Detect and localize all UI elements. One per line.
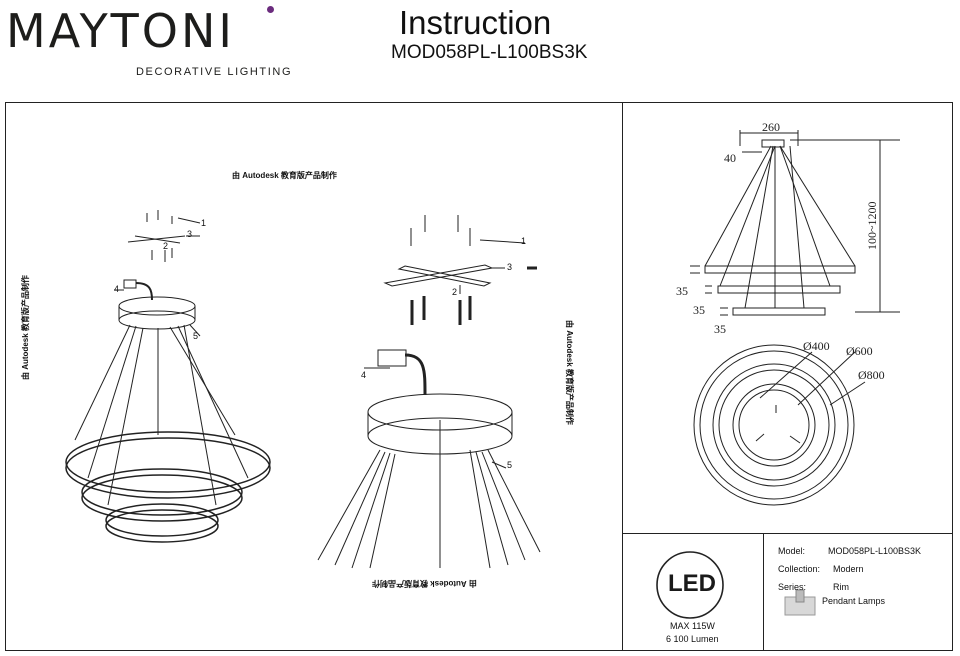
spec-series-value: Rim xyxy=(833,582,849,592)
callout-2: 2 xyxy=(452,287,458,297)
spec-collection-value: Modern xyxy=(833,564,864,574)
watermark-bottom: 由 Autodesk 教育版产品制作 xyxy=(372,579,477,588)
callout-4-left: 4 xyxy=(114,284,120,294)
frame-divider-spec xyxy=(763,533,765,651)
spec-type-value: Pendant Lamps xyxy=(822,596,886,606)
brand-tagline: DECORATIVE LIGHTING xyxy=(136,66,293,78)
dim-canopy: 40 xyxy=(724,151,736,165)
callout-3: 3 xyxy=(507,262,513,272)
dim-ring2: 35 xyxy=(693,303,705,317)
dim-d800: Ø800 xyxy=(858,368,885,382)
dim-ring3: 35 xyxy=(714,322,726,336)
watermark-top: 由 Autodesk 教育版产品制作 xyxy=(232,171,337,180)
logo-dot xyxy=(267,6,274,13)
drawing-frame xyxy=(5,102,953,651)
led-badge: LED xyxy=(668,570,716,597)
led-lumen: 6 100 Lumen xyxy=(666,634,719,644)
spec-collection-label: Collection: xyxy=(778,564,821,574)
dim-drop: 100~1200 xyxy=(865,201,879,251)
frame-divider xyxy=(622,102,624,651)
watermark-left: 由 Autodesk 教育版产品制作 xyxy=(21,275,30,380)
dim-ring1: 35 xyxy=(676,284,688,298)
spec-model-label: Model: xyxy=(778,546,806,556)
callout-1: 1 xyxy=(521,236,527,246)
callout-1-left: 1 xyxy=(201,218,207,228)
spec-series-label: Series: xyxy=(778,582,807,592)
callout-3-left: 3 xyxy=(187,229,193,239)
dim-width: 260 xyxy=(762,120,780,134)
watermark-right: 由 Autodesk 教育版产品制作 xyxy=(565,320,574,425)
detail-screws xyxy=(410,215,526,246)
callout-5-left: 5 xyxy=(193,331,199,341)
callout-4: 4 xyxy=(361,370,367,380)
page-title: Instruction xyxy=(399,4,552,41)
dim-d400: Ø400 xyxy=(803,339,830,353)
small-screws xyxy=(127,210,201,262)
frame-divider-h xyxy=(622,533,953,535)
led-max: MAX 115W xyxy=(670,621,715,631)
spec-model-value: MOD058PL-L100BS3K xyxy=(828,546,922,556)
header-model: MOD058PL-L100BS3K xyxy=(391,42,588,63)
dim-d600: Ø600 xyxy=(846,344,873,358)
callout-5: 5 xyxy=(507,460,513,470)
callout-2-left: 2 xyxy=(163,241,169,251)
brand-logo: MAYTONI xyxy=(6,4,235,58)
